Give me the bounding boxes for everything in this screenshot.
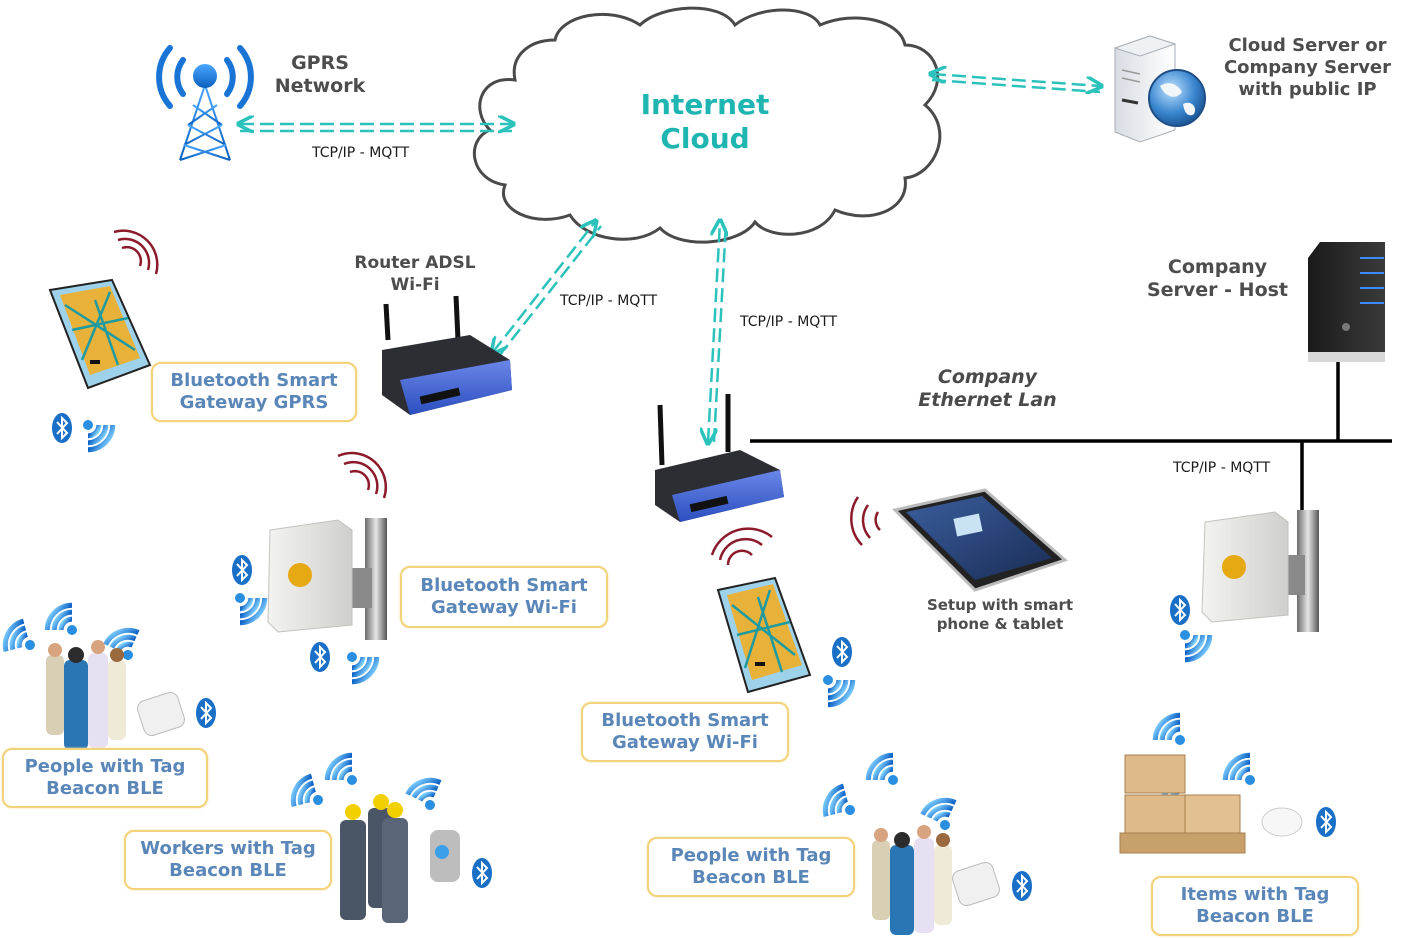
beacon-tag-icon [137,691,1303,907]
gateway-wifi-box: Bluetooth Smart Gateway Wi-Fi [400,566,608,628]
box-line1: Bluetooth Smart [170,370,338,391]
cloud-label-line1: Internet [640,88,770,121]
box-line2: Beacon BLE [692,867,810,888]
router-adsl-label: Router ADSL Wi-Fi [335,252,495,296]
box-line1: People with Tag [24,756,186,777]
ble-signal-icon [103,627,140,660]
gateway-wifi-box: Bluetooth Smart Gateway Wi-Fi [581,702,789,762]
lan-label-line1: Company [937,366,1038,388]
box-line1: People with Tag [670,845,832,866]
ethernet-lan-line [750,362,1392,520]
protocol-label: TCP/IP - MQTT [312,145,410,161]
link-gprs-cloud [240,124,512,131]
router-wifi-icon [655,394,784,522]
ble-signal-icon [822,783,855,818]
ble-signal-icon [920,797,957,830]
ethernet-lan-label: Company Ethernet Lan [890,366,1085,412]
cloud-server-line2: Company Server [1223,57,1392,78]
ble-signal-icon [823,675,856,708]
setup-label: Setup with smart phone & tablet [905,596,1095,634]
gateway-wifi-device-icon [716,576,812,694]
wifi-signal-icon [710,527,773,566]
workers-tag-box: Workers with Tag Beacon BLE [124,830,332,890]
box-line1: Bluetooth Smart [420,575,588,596]
gateway-gprs-box: Bluetooth Smart Gateway GPRS [151,362,357,422]
bluetooth-icon [196,698,216,728]
link-router-cloud [493,222,602,356]
gprs-tower-icon [156,45,254,161]
box-line2: Gateway Wi-Fi [431,597,577,618]
ble-signal-icon [83,420,116,453]
company-server-line2: Server - Host [1146,278,1289,301]
internet-cloud [473,6,942,244]
workers-group-icon [340,794,460,923]
setup-line2: phone & tablet [936,615,1064,633]
ble-signal-icon [1222,752,1255,785]
gprs-label-line1: GPRS [291,52,349,74]
bluetooth-icon [310,642,330,672]
gprs-label-line2: Network [274,74,366,97]
cloud-server-icon [1113,35,1206,143]
company-server-host-icon [1308,242,1385,362]
cloud-server-line1: Cloud Server or [1228,35,1387,56]
ble-signal-icon [1152,712,1185,745]
people-group-icon [46,640,126,750]
ble-signal-icon [324,752,357,785]
tablet-icon [892,488,1068,592]
outdoor-gateway-lan-icon [1201,510,1319,632]
bluetooth-icon [832,637,852,667]
ble-signal-icon [347,652,380,685]
box-line2: Beacon BLE [46,778,164,799]
ble-signal-icon [44,602,77,635]
company-server-label: Company Server - Host [1125,256,1310,302]
link-cloud-server [932,74,1100,92]
cloud-server-label: Cloud Server or Company Server with publ… [1205,35,1410,101]
ble-signal-icon [405,777,442,810]
router-label-line2: Wi-Fi [390,275,440,295]
bluetooth-icon [1316,807,1336,837]
box-line2: Beacon BLE [1196,906,1314,927]
setup-line1: Setup with smart [926,596,1074,614]
link-router2-cloud [708,222,726,442]
cloud-server-line3: with public IP [1238,79,1377,100]
box-line2: Gateway GPRS [179,392,329,413]
bluetooth-icon [1012,871,1032,901]
ble-signal-icon [290,773,323,808]
gateway-gprs-device-icon [48,278,152,390]
box-line1: Items with Tag [1180,884,1330,905]
people-tag-box: People with Tag Beacon BLE [647,837,855,897]
box-line1: Bluetooth Smart [601,710,769,731]
protocol-label: TCP/IP - MQTT [1173,460,1271,476]
wifi-signal-icon [337,451,388,499]
protocol-label: TCP/IP - MQTT [560,293,658,309]
ble-signal-icon [1180,630,1213,663]
cloud-label-line2: Cloud [660,121,750,155]
protocol-label: TCP/IP - MQTT [740,314,838,330]
crates-icon [1119,754,1246,854]
wifi-signal-icon [113,229,159,275]
bluetooth-icon [472,858,492,888]
bluetooth-icon [1170,595,1190,625]
items-tag-box: Items with Tag Beacon BLE [1151,876,1359,936]
ble-signal-icon [2,618,35,653]
router-adsl-icon [382,295,512,415]
people-tag-box: People with Tag Beacon BLE [2,748,208,808]
ble-signal-icon [865,752,898,785]
internet-cloud-label: Internet Cloud [600,88,810,155]
outdoor-gateway-icon [267,518,387,640]
company-server-line1: Company [1167,256,1268,278]
bluetooth-icon [232,555,252,585]
gprs-network-label: GPRS Network [255,52,385,98]
box-line2: Gateway Wi-Fi [612,732,758,753]
wifi-signal-icon [850,496,881,546]
bluetooth-icon [52,413,72,443]
lan-label-line2: Ethernet Lan [918,388,1057,411]
box-line2: Beacon BLE [169,860,287,881]
ble-signal-icon [235,593,268,626]
box-line1: Workers with Tag [140,838,316,859]
router-label-line1: Router ADSL [354,253,476,273]
people-group-icon [872,825,952,935]
